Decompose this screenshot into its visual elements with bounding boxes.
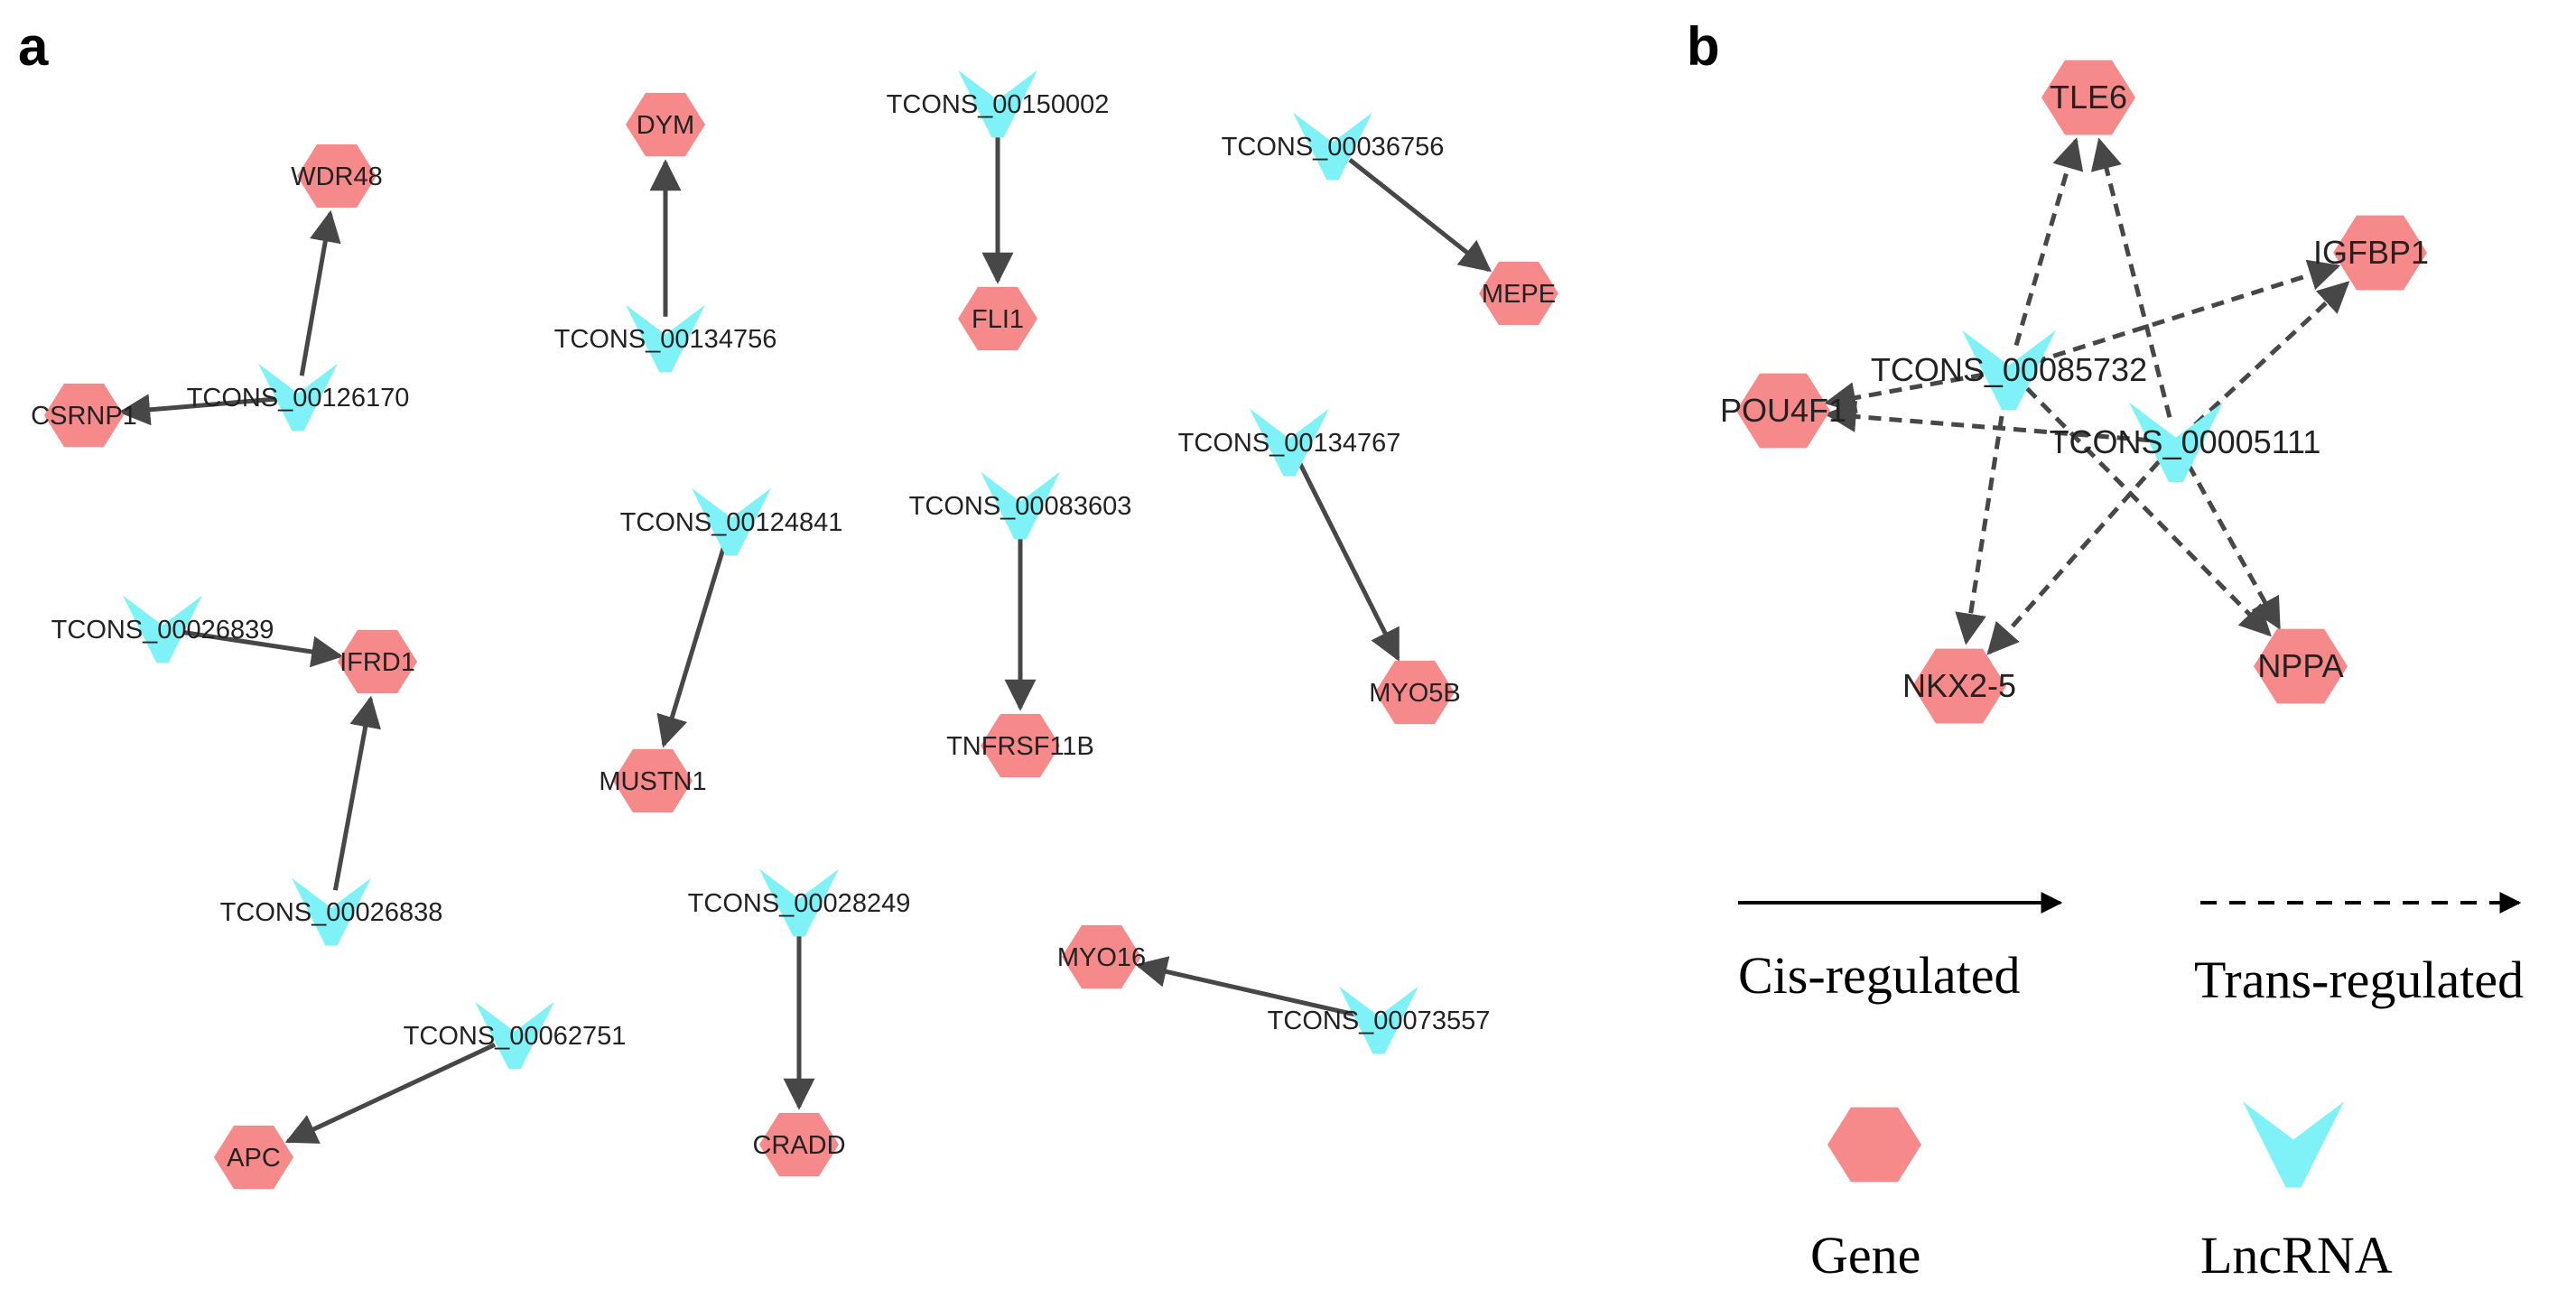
legend-cis-label: Cis-regulated bbox=[1738, 946, 2020, 1005]
gene-label-igfbp1: IGFBP1 bbox=[2313, 234, 2429, 271]
gene-node-mepe bbox=[1479, 261, 1558, 326]
lncrna-label-tcons-00028249: TCONS_00028249 bbox=[688, 889, 911, 918]
legend: Cis-regulated Trans-regulated Gene LncRN… bbox=[1738, 892, 2524, 1285]
lncrna-node-tcons-00124841 bbox=[692, 487, 771, 556]
edge-tcons-00062751-to-apc bbox=[284, 1042, 497, 1144]
gene-label-nkx2-5: NKX2-5 bbox=[1902, 667, 2016, 704]
gene-node-apc bbox=[214, 1125, 293, 1190]
legend-gene-hexagon-icon bbox=[1827, 1107, 1921, 1183]
gene-label-mepe: MEPE bbox=[1482, 280, 1556, 309]
gene-node-csrnp1 bbox=[44, 383, 124, 448]
edge-tcons-00085732-to-tle6 bbox=[2013, 137, 2084, 347]
labels-layer: TCONS_00126170 TCONS_00134756 TCONS_001500… bbox=[31, 79, 2429, 1173]
edge-tcons-00073557-to-myo16 bbox=[1135, 956, 1358, 1018]
edge-tcons-00005111-to-nppa bbox=[2186, 463, 2282, 630]
edge-tcons-00026839-to-ifrd1 bbox=[183, 630, 344, 668]
gene-label-wdr48: WDR48 bbox=[291, 162, 383, 191]
gene-label-ifrd1: IFRD1 bbox=[339, 648, 415, 677]
lncrna-node-tcons-00085732 bbox=[1962, 329, 2056, 411]
edge-tcons-00005111-to-nkx2-5 bbox=[1986, 459, 2161, 655]
lncrna-label-tcons-00026839: TCONS_00026839 bbox=[51, 616, 274, 645]
legend-lncrna-v-icon bbox=[2243, 1101, 2344, 1188]
gene-label-tle6: TLE6 bbox=[2050, 79, 2127, 116]
edge-tcons-00124841-to-mustn1 bbox=[656, 542, 728, 748]
panel-a-letter: a bbox=[18, 16, 49, 77]
gene-node-fli1 bbox=[958, 286, 1037, 351]
gene-node-myo5b bbox=[1375, 660, 1455, 725]
legend-trans-label: Trans-regulated bbox=[2194, 951, 2524, 1009]
edge-tcons-00005111-to-igfbp1 bbox=[2193, 281, 2350, 427]
lncrna-label-tcons-00083603: TCONS_00083603 bbox=[909, 492, 1132, 521]
lncrna-node-tcons-00134767 bbox=[1250, 408, 1329, 477]
lncrna-label-tcons-00036756: TCONS_00036756 bbox=[1222, 133, 1445, 162]
gene-label-dym: DYM bbox=[637, 111, 694, 140]
edge-tcons-00085732-to-igfbp1 bbox=[2032, 259, 2341, 365]
lncrna-label-tcons-00062751: TCONS_00062751 bbox=[404, 1022, 627, 1051]
gene-node-nkx2-5 bbox=[1912, 648, 2006, 724]
edge-tcons-00005111-to-pou4f1 bbox=[1824, 401, 2151, 443]
legend-gene-label: Gene bbox=[1810, 1226, 1920, 1285]
lncrna-label-tcons-00126170: TCONS_00126170 bbox=[187, 384, 410, 413]
gene-node-myo16 bbox=[1062, 924, 1141, 989]
gene-node-cradd bbox=[759, 1112, 839, 1177]
lncrna-label-tcons-00026838: TCONS_00026838 bbox=[220, 898, 443, 927]
gene-label-nppa: NPPA bbox=[2257, 647, 2343, 684]
gene-node-mustn1 bbox=[613, 748, 693, 813]
lncrna-node-tcons-00026839 bbox=[123, 595, 202, 663]
edge-tcons-00036756-to-mepe bbox=[1348, 158, 1492, 273]
edge-tcons-00134767-to-myo5b bbox=[1297, 460, 1400, 662]
lncrna-node-tcons-00036756 bbox=[1293, 112, 1372, 181]
edge-tcons-00085732-to-pou4f1 bbox=[1824, 372, 1985, 413]
edge-tcons-00005111-to-tle6 bbox=[2090, 137, 2172, 418]
gene-label-pou4f1: POU4F1 bbox=[1720, 392, 1846, 429]
lncrna-label-tcons-00150002: TCONS_00150002 bbox=[887, 90, 1110, 119]
legend-lncrna-label: LncRNA bbox=[2200, 1226, 2393, 1285]
gene-node-nppa bbox=[2254, 628, 2348, 704]
lncrna-label-tcons-00124841: TCONS_00124841 bbox=[620, 508, 843, 537]
gene-label-cradd: CRADD bbox=[752, 1131, 845, 1160]
lncrna-label-tcons-00134767: TCONS_00134767 bbox=[1178, 429, 1401, 458]
lncrna-label-tcons-00085732: TCONS_00085732 bbox=[1871, 351, 2147, 388]
gene-node-tnfrsf11b bbox=[981, 713, 1060, 778]
gene-label-csrnp1: CSRNP1 bbox=[31, 402, 137, 431]
panel-b-letter: b bbox=[1687, 16, 1720, 77]
edge-tcons-00126170-to-csrnp1 bbox=[118, 394, 277, 426]
edges-layer bbox=[118, 125, 2350, 1144]
lncrna-node-tcons-00062751 bbox=[475, 1001, 554, 1070]
gene-label-fli1: FLI1 bbox=[972, 305, 1024, 334]
gene-node-tle6 bbox=[2041, 60, 2135, 135]
nodes-layer bbox=[44, 60, 2427, 1190]
lncrna-node-tcons-00083603 bbox=[981, 471, 1060, 540]
lncrna-node-tcons-00150002 bbox=[958, 70, 1037, 138]
edge-tcons-00085732-to-nkx2-5 bbox=[1955, 394, 2008, 645]
gene-node-dym bbox=[626, 92, 705, 157]
lncrna-node-tcons-00005111 bbox=[2129, 402, 2223, 483]
lncrna-node-tcons-00028249 bbox=[759, 868, 839, 937]
gene-node-wdr48 bbox=[297, 144, 377, 209]
lncrna-node-tcons-00134756 bbox=[626, 304, 705, 373]
lncrna-node-tcons-00026838 bbox=[292, 877, 371, 946]
gene-node-ifrd1 bbox=[338, 629, 417, 694]
gene-node-pou4f1 bbox=[1736, 373, 1830, 449]
gene-label-tnfrsf11b: TNFRSF11B bbox=[946, 732, 1094, 761]
lncrna-label-tcons-00134756: TCONS_00134756 bbox=[554, 325, 777, 354]
edge-tcons-00026838-to-ifrd1 bbox=[332, 695, 381, 891]
gene-label-mustn1: MUSTN1 bbox=[599, 767, 706, 796]
edge-tcons-00126170-to-wdr48 bbox=[299, 209, 341, 376]
gene-label-apc: APC bbox=[227, 1144, 281, 1173]
lncrna-node-tcons-00126170 bbox=[258, 363, 338, 431]
lncrna-label-tcons-00005111: TCONS_00005111 bbox=[2050, 423, 2321, 460]
lncrna-label-tcons-00073557: TCONS_00073557 bbox=[1268, 1007, 1491, 1035]
gene-label-myo5b: MYO5B bbox=[1369, 679, 1461, 708]
edge-tcons-00085732-to-nppa bbox=[2025, 386, 2272, 637]
gene-node-igfbp1 bbox=[2333, 215, 2427, 291]
gene-label-myo16: MYO16 bbox=[1057, 943, 1146, 972]
lncrna-node-tcons-00073557 bbox=[1339, 986, 1418, 1054]
